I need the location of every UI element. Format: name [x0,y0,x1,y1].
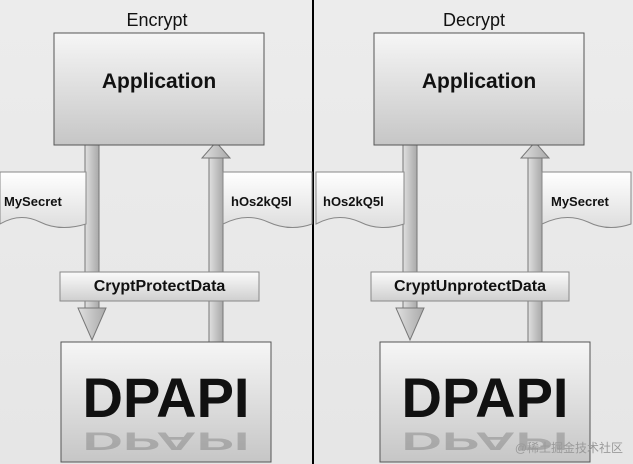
encrypt-input-tag-shape [0,171,87,228]
decrypt-dpapi-label: DPAPI [401,366,569,429]
decrypt-application-box [373,32,585,146]
encrypt-panel-title: Encrypt [126,10,188,30]
encrypt-panel-graphics [0,32,313,463]
decrypt-output-tag-label: MySecret [551,194,609,209]
watermark: @稀土掘金技术社区 [514,441,623,455]
decrypt-api-call-label: CryptUnprotectData [393,278,546,295]
decrypt-input-tag-shape [315,171,405,228]
encrypt-output-tag-shape [222,171,313,228]
decrypt-panel-title: Decrypt [442,10,505,30]
decrypt-output-tag-shape [541,171,632,228]
decrypt-down-arrow [395,144,425,342]
encrypt-application-label: Application [101,70,217,93]
encrypt-output-tag-label: hOs2kQ5l [231,194,292,209]
decrypt-api-bar [370,271,570,302]
encrypt-dpapi-reflection: DPAPI [82,427,250,456]
encrypt-dpapi-label: DPAPI [82,366,250,429]
decrypt-panel-graphics [315,32,632,463]
decrypt-application-label: Application [421,70,537,93]
decrypt-input-tag-label: hOs2kQ5l [323,194,384,209]
encrypt-dpapi-box [60,341,272,463]
encrypt-api-call-label: CryptProtectData [93,278,226,295]
encrypt-application-box [53,32,265,146]
encrypt-down-arrow [77,144,107,342]
encrypt-api-bar [59,271,260,302]
decrypt-dpapi-box [379,341,591,463]
encrypt-input-tag-label: MySecret [4,194,62,209]
